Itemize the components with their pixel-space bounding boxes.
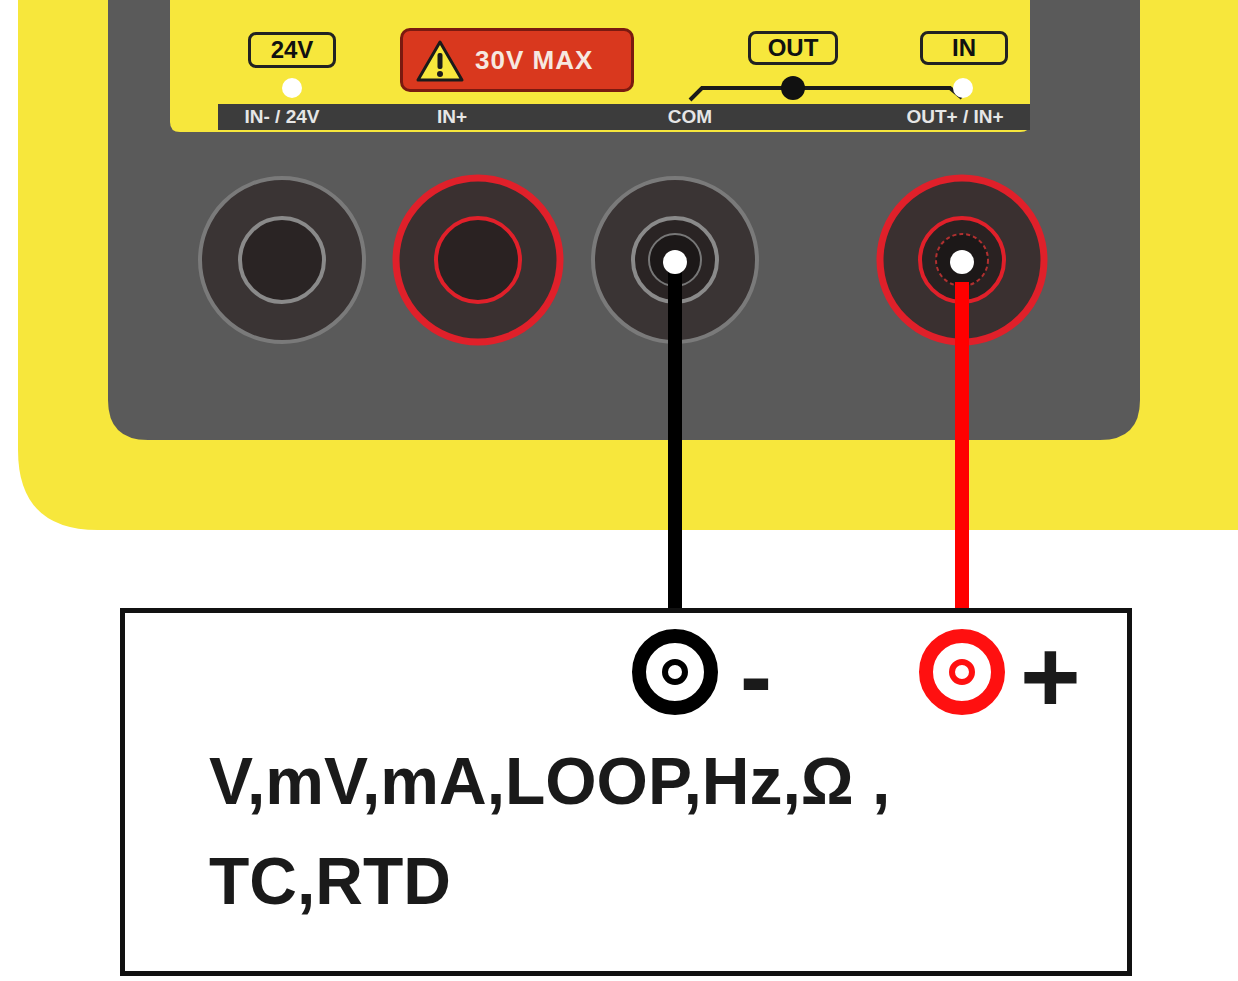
mode-badge: OUT (748, 31, 838, 65)
function-list: V,mV,mA,LOOP,Hz,Ω , TC,RTD (209, 731, 1089, 931)
black-wire (668, 262, 682, 650)
probe-tip (663, 250, 687, 274)
range-badge: 24V (248, 32, 336, 68)
terminal-name: OUT+ / IN+ (906, 106, 1003, 128)
positive-sign: + (1020, 617, 1081, 736)
mode-badge: IN (920, 31, 1008, 65)
indicator-dot (781, 76, 805, 100)
indicator-dot (953, 78, 973, 98)
positive-terminal (952, 662, 972, 682)
jack (396, 178, 560, 342)
warning-text: 30V MAX (475, 45, 593, 76)
probe-tip (950, 250, 974, 274)
terminal-name: IN- / 24V (245, 106, 320, 128)
warning-label: 30V MAX (400, 28, 634, 92)
negative-terminal (665, 662, 685, 682)
indicator-dot (282, 78, 302, 98)
badge-text: IN (952, 34, 976, 62)
badge-text: OUT (768, 34, 819, 62)
negative-terminal (639, 636, 711, 708)
red-wire (955, 282, 969, 640)
terminal-name: COM (668, 106, 712, 128)
positive-terminal (926, 636, 998, 708)
negative-sign: - (740, 621, 772, 731)
label-strip (170, 0, 1030, 132)
selector-line (690, 88, 962, 100)
jack (200, 178, 364, 342)
terminal-box: - +V,mV,mA,LOOP,Hz,Ω , TC,RTD (120, 608, 1132, 976)
badge-text: 24V (271, 36, 314, 64)
label-band (218, 104, 1030, 130)
panel (108, 0, 1140, 440)
terminal-name: IN+ (437, 106, 467, 128)
warning-icon (415, 39, 465, 83)
housing (18, 0, 1238, 530)
